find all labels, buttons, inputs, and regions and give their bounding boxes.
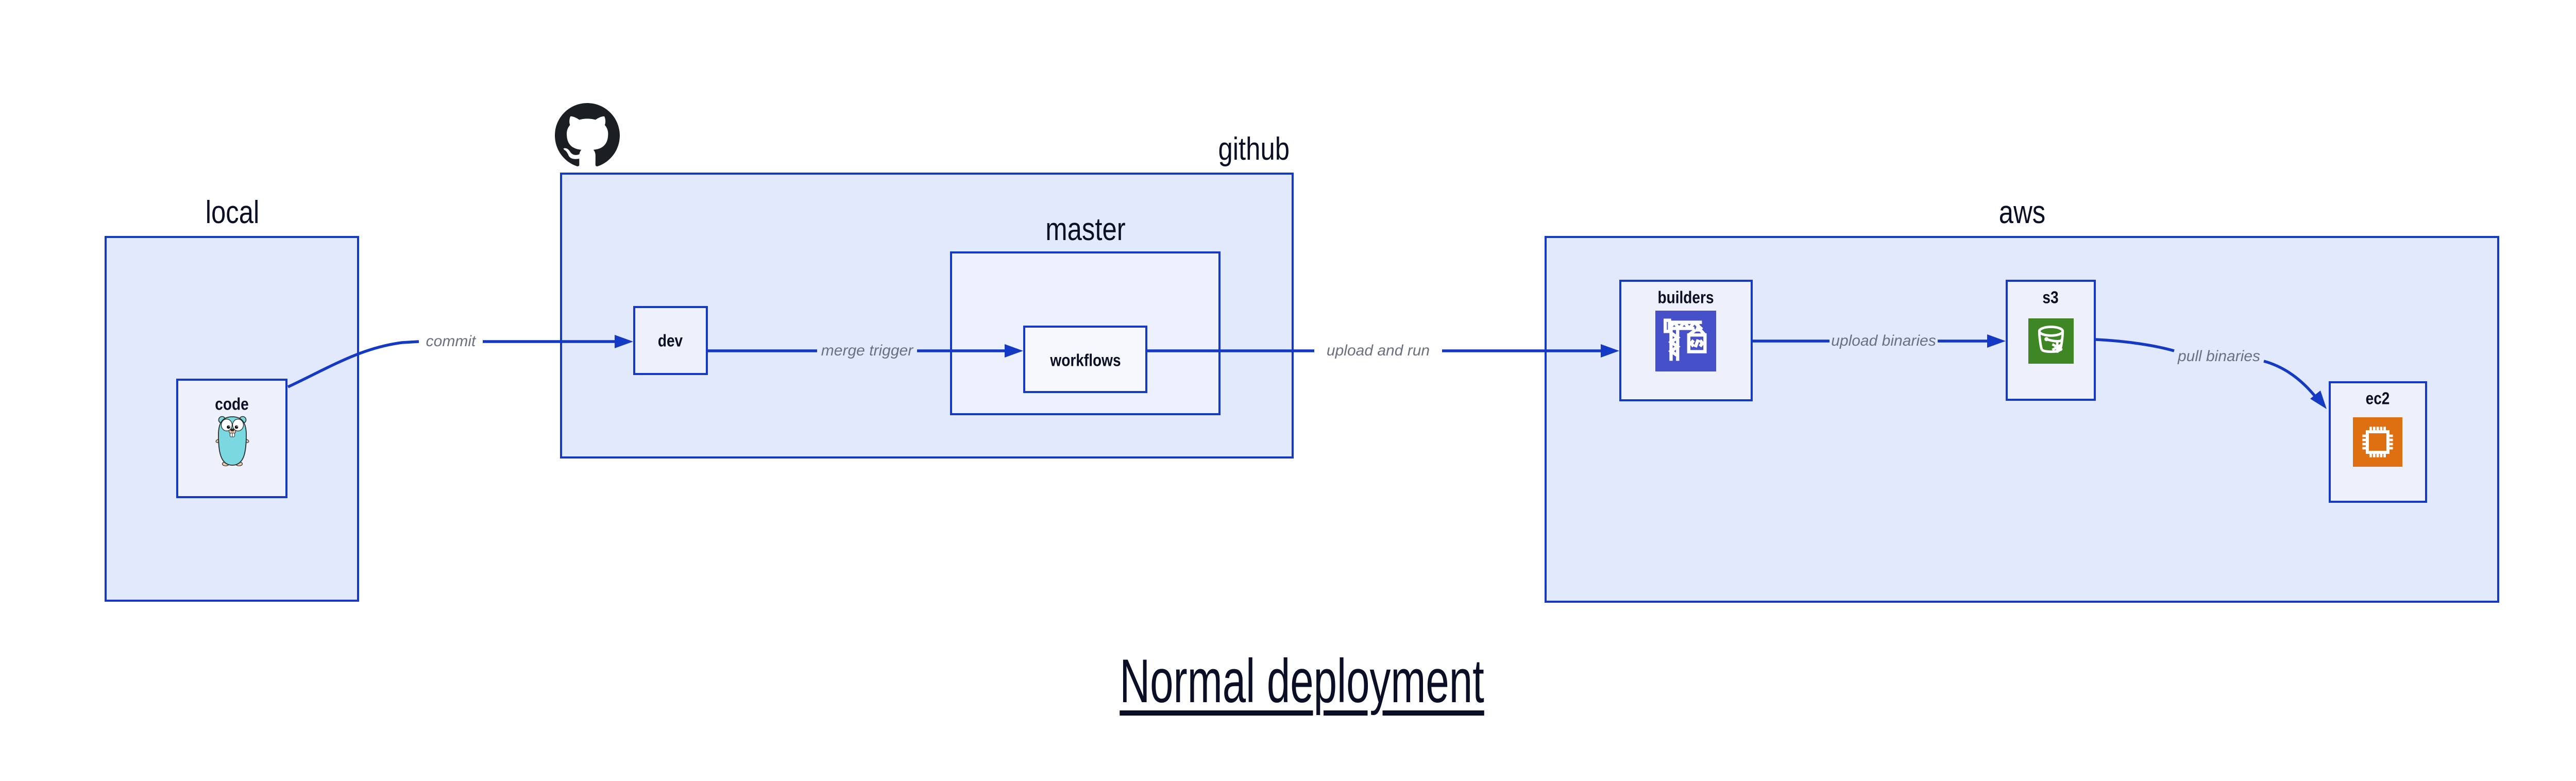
edge-label-upload-and-run: upload and run	[1326, 342, 1430, 359]
container-github-label: github	[1218, 131, 1290, 167]
node-workflows-label: workflows	[1050, 350, 1121, 370]
node-dev-label: dev	[657, 331, 683, 350]
node-code-label: code	[215, 394, 249, 414]
node-s3-label: s3	[2042, 287, 2059, 307]
node-ec2-label: ec2	[2365, 388, 2390, 408]
node-workflows	[1023, 326, 1147, 393]
node-builders-label: builders	[1657, 287, 1714, 307]
edge-label-upload-binaries: upload binaries	[1831, 332, 1936, 349]
edge-label-commit: commit	[426, 333, 476, 350]
container-master-label: master	[1045, 212, 1126, 247]
ec2-chip-icon	[2353, 417, 2402, 467]
diagram-title: Normal deployment	[1120, 647, 1484, 716]
edge-label-merge-trigger: merge trigger	[821, 342, 913, 359]
go-gopher-icon	[215, 416, 249, 466]
github-octocat-icon	[555, 103, 620, 166]
s3-bucket-icon	[2028, 318, 2074, 364]
codebuild-crane-icon	[1655, 311, 1716, 371]
edge-label-pull-binaries: pull binaries	[2177, 348, 2261, 365]
node-builders	[1619, 280, 1753, 401]
container-aws-label: aws	[1998, 195, 2046, 230]
node-dev	[633, 306, 708, 375]
container-local-label: local	[205, 195, 260, 230]
